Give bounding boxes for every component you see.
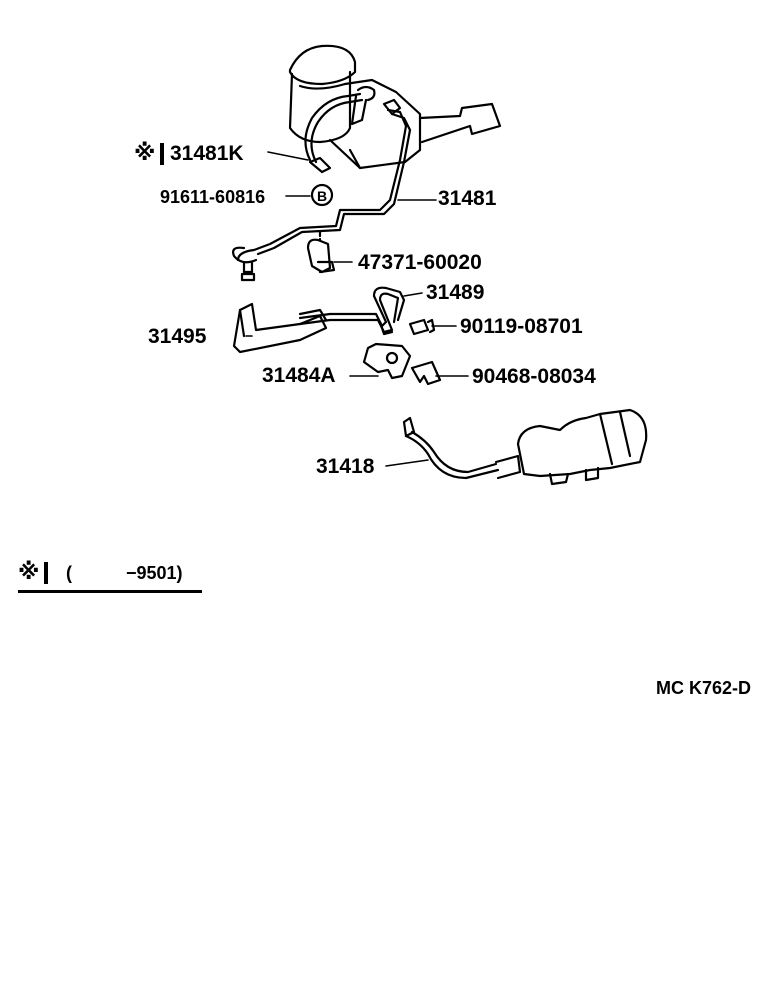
- label-47371-60020: 47371-60020: [358, 251, 482, 274]
- footnote-note-bar: [44, 562, 48, 584]
- hose-31418: [402, 416, 522, 480]
- label-91611-60816: 91611-60816: [160, 187, 266, 207]
- footnote-range-open: (: [66, 563, 72, 583]
- diagram-code: MC K762-D: [656, 678, 752, 698]
- leader-31418: [385, 459, 429, 467]
- leader-lines: [245, 151, 469, 467]
- pipe-31489: [298, 286, 406, 336]
- leader-31481K: [267, 151, 309, 161]
- label-31481: 31481: [438, 187, 497, 210]
- label-31481K: 31481K: [170, 142, 244, 165]
- revision-note-mark: ※: [134, 141, 156, 166]
- bracket-31495: [232, 302, 328, 354]
- callout-b: B: [317, 188, 327, 204]
- label-90468-08034: 90468-08034: [472, 365, 596, 388]
- clutch-master-cylinder: [288, 44, 502, 170]
- revision-note-bar: [160, 143, 164, 165]
- label-31418: 31418: [316, 455, 375, 478]
- bolt-90119-08701: [408, 318, 436, 336]
- union-b-fitting: [310, 183, 334, 207]
- clip-90468-08034: [410, 360, 442, 386]
- label-31489: 31489: [426, 281, 485, 304]
- pipe-31481K: [304, 92, 364, 174]
- footnote-note-mark: ※: [18, 560, 40, 585]
- leader-31489: [403, 292, 423, 297]
- pipe-31481: [232, 98, 412, 282]
- clamp-47371-60020: [306, 230, 336, 274]
- footnote-range-end: −9501): [126, 563, 183, 583]
- label-31495: 31495: [148, 325, 207, 348]
- label-90119-08701: 90119-08701: [460, 315, 583, 338]
- footnote-underline: [18, 590, 202, 593]
- label-31484A: 31484A: [262, 364, 336, 387]
- bracket-31484A: [362, 342, 412, 380]
- release-cylinder: [516, 408, 648, 486]
